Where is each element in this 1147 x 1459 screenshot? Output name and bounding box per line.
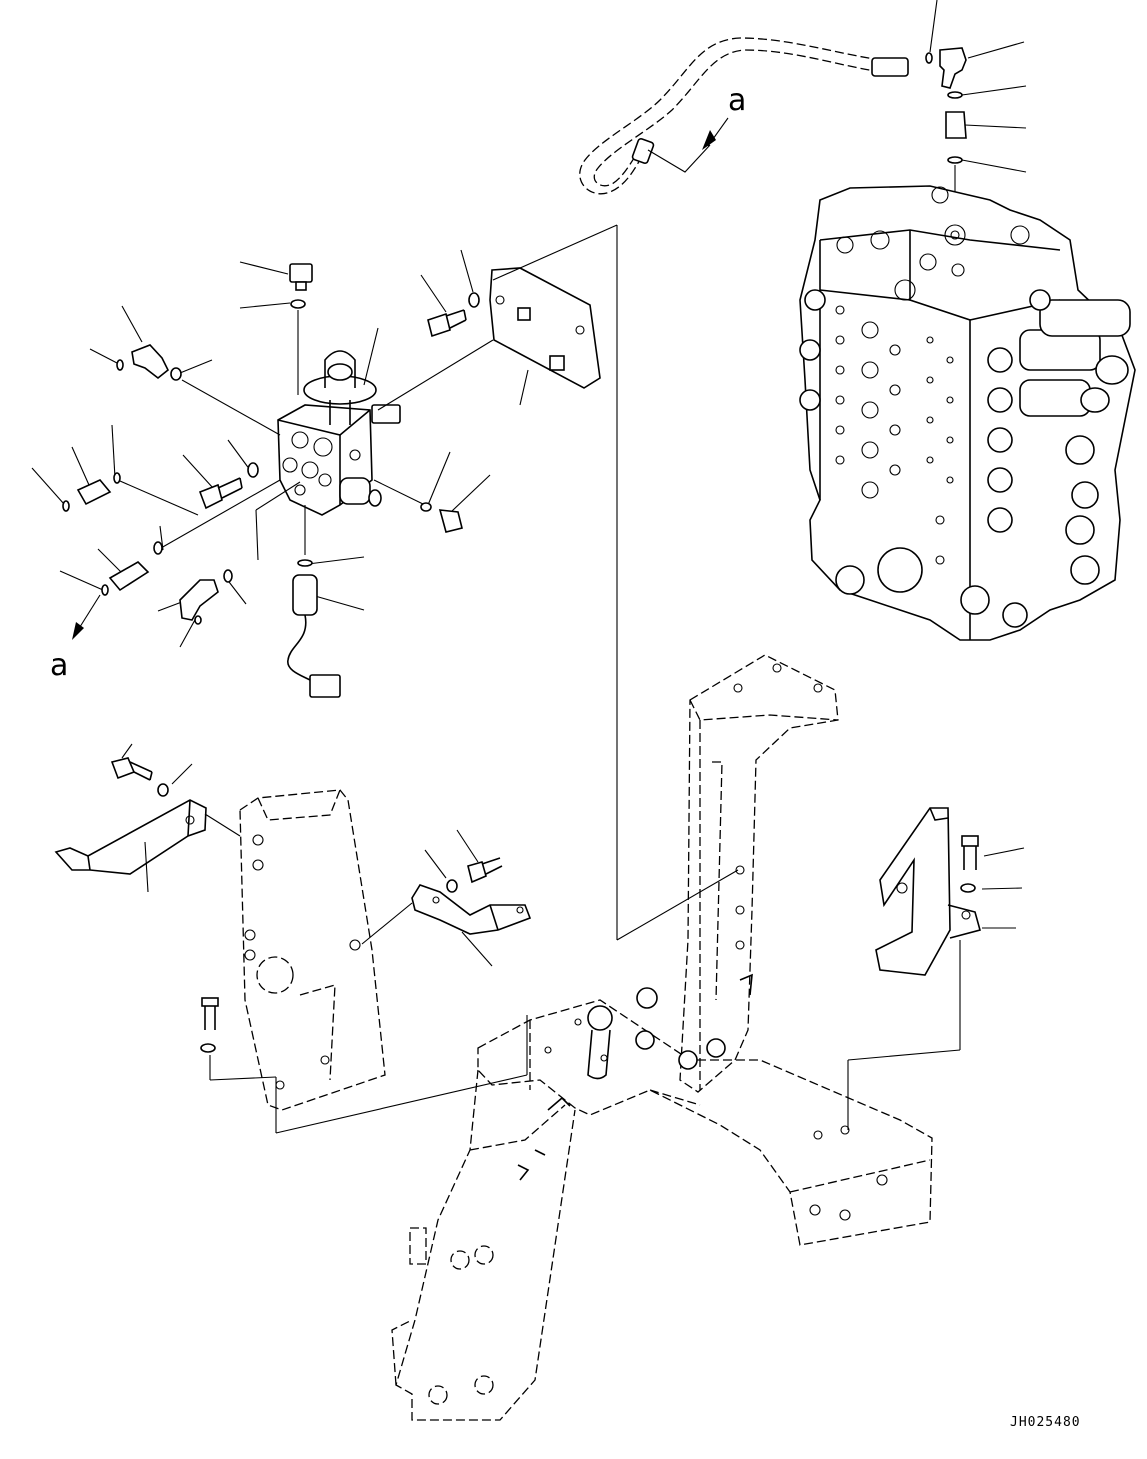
left-fittings	[62, 263, 480, 625]
valve-block-leaders	[31, 249, 529, 648]
solenoid-valve-block	[277, 350, 401, 516]
main-control-valve	[799, 185, 1136, 641]
detail-label-a-bottom: a	[50, 648, 68, 683]
valve-solenoids	[799, 289, 1131, 628]
valve-ports	[835, 186, 1030, 565]
hydraulic-hose	[579, 37, 909, 195]
fitting-leaders-top-right	[929, 0, 1027, 173]
detail-marker-top: a	[647, 83, 746, 173]
detail-marker-bottom: a	[50, 594, 101, 683]
mounting-plate	[489, 224, 739, 941]
left-support-frame	[200, 789, 528, 1134]
drawing-code: JH025480	[1010, 1415, 1081, 1430]
right-bracket	[847, 807, 1025, 1130]
main-frame	[391, 654, 933, 1421]
elbow-fitting	[925, 47, 967, 230]
middle-bracket	[361, 829, 532, 967]
pressure-sensor	[287, 559, 341, 698]
left-bracket	[54, 743, 241, 893]
detail-label-a-top: a	[728, 83, 746, 118]
